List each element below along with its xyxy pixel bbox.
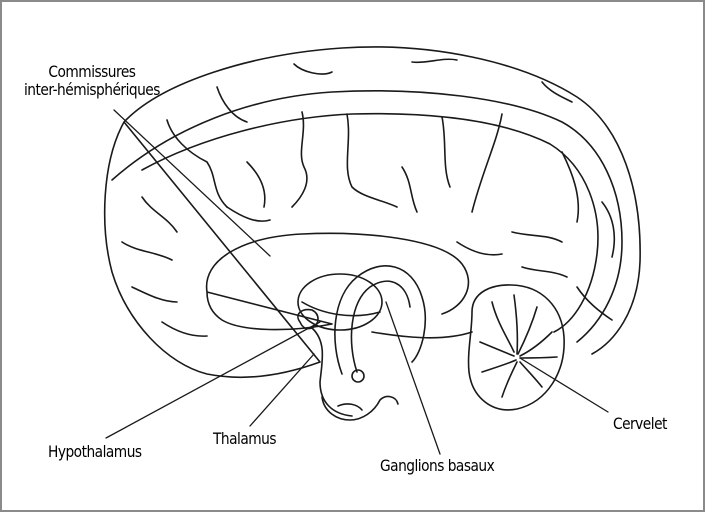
- label-ganglions-basaux: Ganglions basaux: [380, 457, 494, 475]
- gyrus-19: [227, 207, 270, 221]
- cortex-fold-mid: [142, 114, 598, 332]
- leader-commissures: [114, 110, 270, 256]
- thalamus-inner: [302, 302, 380, 316]
- leader-ganglions: [386, 302, 440, 454]
- cortex-fold-outer: [112, 91, 622, 342]
- cerebellum-fold-2: [514, 295, 517, 354]
- brainstem-upper: [312, 328, 352, 416]
- gyrus-5: [347, 114, 397, 207]
- cerebellum-fold-6: [480, 342, 514, 356]
- leader-cervelet: [520, 358, 608, 412]
- label-commissures-line1: Commissures: [24, 63, 160, 81]
- gyrus-10: [562, 152, 578, 222]
- gyrus-13: [522, 267, 567, 277]
- gyrus-21: [402, 167, 417, 212]
- gyrus-15: [142, 197, 177, 232]
- label-hypothalamus: Hypothalamus: [48, 443, 142, 461]
- cerebellum-fold-9: [520, 362, 542, 387]
- leader-hypothalamus: [106, 322, 320, 438]
- gyrus-12: [512, 232, 562, 242]
- gyrus-18: [162, 322, 207, 336]
- label-commissures: Commissures inter-hémisphériques: [24, 63, 160, 99]
- gyrus-8: [472, 114, 502, 212]
- cerebellum-fold-7: [482, 360, 516, 372]
- gyrus-11: [602, 202, 614, 257]
- gyrus-7: [442, 117, 450, 187]
- cerebellum-fold-4: [520, 332, 552, 356]
- leader-thalamus: [250, 354, 314, 426]
- cerebellum-outline: [469, 285, 565, 410]
- label-cervelet: Cervelet: [613, 415, 667, 433]
- cerebellum-fold-8: [502, 362, 517, 397]
- gyrus-4: [292, 112, 307, 207]
- gyrus-22: [457, 242, 502, 255]
- brainstem-lobe-2: [338, 404, 362, 410]
- gyrus-3: [294, 64, 332, 74]
- gyrus-6: [412, 59, 457, 62]
- basal-ganglia-tail: [352, 370, 364, 382]
- gyrus-1: [167, 120, 227, 207]
- gyrus-2: [217, 87, 247, 122]
- cerebellum-fold-5: [520, 357, 557, 358]
- gyrus-17: [132, 287, 177, 302]
- label-thalamus: Thalamus: [213, 430, 276, 448]
- cerebellum-fold-1: [492, 302, 514, 352]
- label-commissures-line2: inter-hémisphériques: [24, 81, 160, 99]
- gyrus-20: [247, 162, 265, 207]
- gyrus-16: [122, 242, 172, 260]
